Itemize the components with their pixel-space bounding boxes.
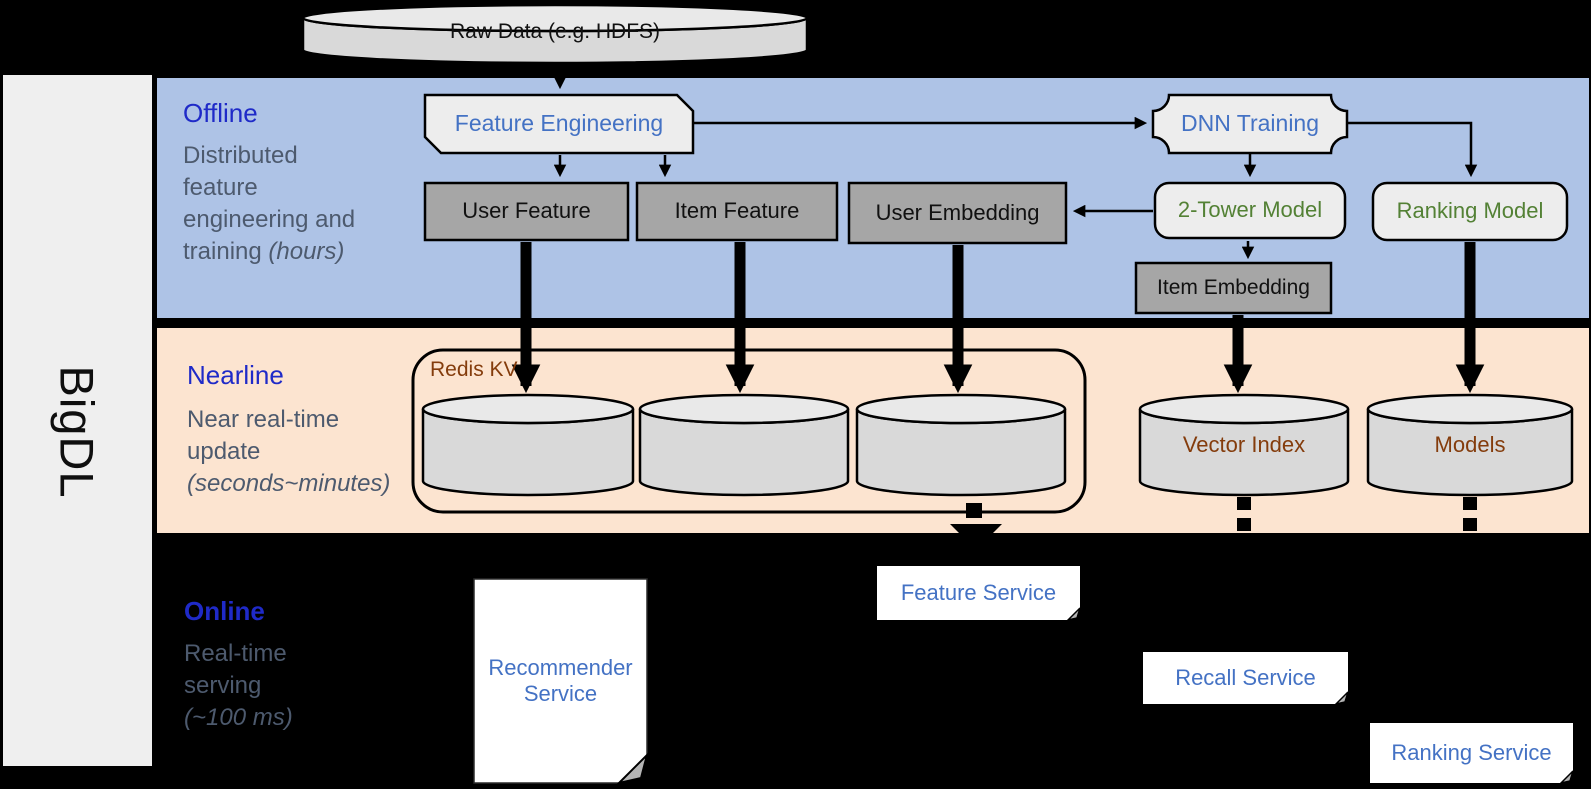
two-tower-model-label: 2-Tower Model xyxy=(1177,197,1323,223)
raw-data-label: Raw Data (e.g. HDFS) xyxy=(449,20,661,44)
dashed-arrow-vectorindex-to-recallservice xyxy=(1237,497,1251,531)
raw-data-cylinder xyxy=(301,3,809,65)
redis-cylinder-2 xyxy=(638,393,850,497)
dnn-training-label: DNN Training xyxy=(1180,110,1320,137)
offline-desc-line1: Distributed xyxy=(183,142,298,169)
online-section-description: Real-time serving (~100 ms) xyxy=(184,638,293,734)
arrow-dnn-to-rankingmodel xyxy=(1347,121,1478,178)
online-desc-line2: serving xyxy=(184,672,262,699)
item-embedding-label: Item Embedding xyxy=(1157,276,1310,300)
dashed-arrow-models-to-rankingservice xyxy=(1463,497,1477,531)
nearline-desc-line2: update xyxy=(187,438,261,465)
ranking-model-box xyxy=(1371,181,1569,242)
dnn-training-shape xyxy=(1151,93,1349,155)
nearline-desc-line1: Near real-time xyxy=(187,406,340,433)
item-feature-box xyxy=(635,181,839,242)
redis-cylinder-3 xyxy=(855,393,1067,497)
nearline-section-title: Nearline xyxy=(187,360,284,390)
redis-kv-label: Redis KV xyxy=(430,358,518,381)
recommender-service-line1: Recommender xyxy=(488,654,633,680)
dashed-arrow-redis-to-featureservice xyxy=(950,503,1002,550)
online-section-title: Online xyxy=(184,596,265,626)
nearline-desc-line3: (seconds~minutes) xyxy=(187,470,391,497)
recall-service-shape xyxy=(1143,652,1349,706)
redis-kv-container xyxy=(411,348,1087,514)
ranking-service-shape xyxy=(1370,723,1574,785)
recommender-service-line2: Service xyxy=(523,681,598,706)
offline-section-description: Distributed feature engineering and trai… xyxy=(183,140,355,268)
redis-cylinder-1 xyxy=(421,393,635,497)
online-desc-line3: (~100 ms) xyxy=(184,704,293,731)
bigdl-sidebar xyxy=(3,75,152,766)
feature-engineering-shape xyxy=(423,93,695,155)
user-feature-label: User Feature xyxy=(462,198,591,224)
offline-desc-line2: feature xyxy=(183,174,258,201)
vector-index-cylinder xyxy=(1138,393,1350,497)
item-feature-label: Item Feature xyxy=(674,198,800,224)
ranking-model-label: Ranking Model xyxy=(1396,198,1544,224)
recall-service-label: Recall Service xyxy=(1175,664,1316,690)
feature-engineering-label: Feature Engineering xyxy=(454,110,664,137)
two-tower-model-box xyxy=(1153,181,1347,240)
user-feature-box xyxy=(423,181,630,242)
ranking-service-label: Ranking Service xyxy=(1391,739,1552,765)
online-desc-line1: Real-time xyxy=(184,640,287,667)
user-embedding-box xyxy=(847,181,1068,245)
bigdl-brand-label: BigDL xyxy=(50,365,104,499)
recommender-service-label: Recommender Service xyxy=(474,579,647,783)
models-label: Models xyxy=(1434,431,1506,457)
item-embedding-box xyxy=(1134,261,1333,315)
offline-desc-line4: training (hours) xyxy=(183,238,345,265)
models-cylinder xyxy=(1366,393,1574,497)
offline-section-title: Offline xyxy=(183,98,258,128)
recommender-service-shape xyxy=(473,578,649,785)
nearline-section-description: Near real-time update (seconds~minutes) xyxy=(187,404,390,500)
user-embedding-label: User Embedding xyxy=(875,199,1040,225)
feature-service-shape xyxy=(877,566,1081,622)
vector-index-label: Vector Index xyxy=(1182,431,1306,457)
feature-service-label: Feature Service xyxy=(900,579,1057,605)
offline-desc-line3: engineering and xyxy=(183,206,356,233)
